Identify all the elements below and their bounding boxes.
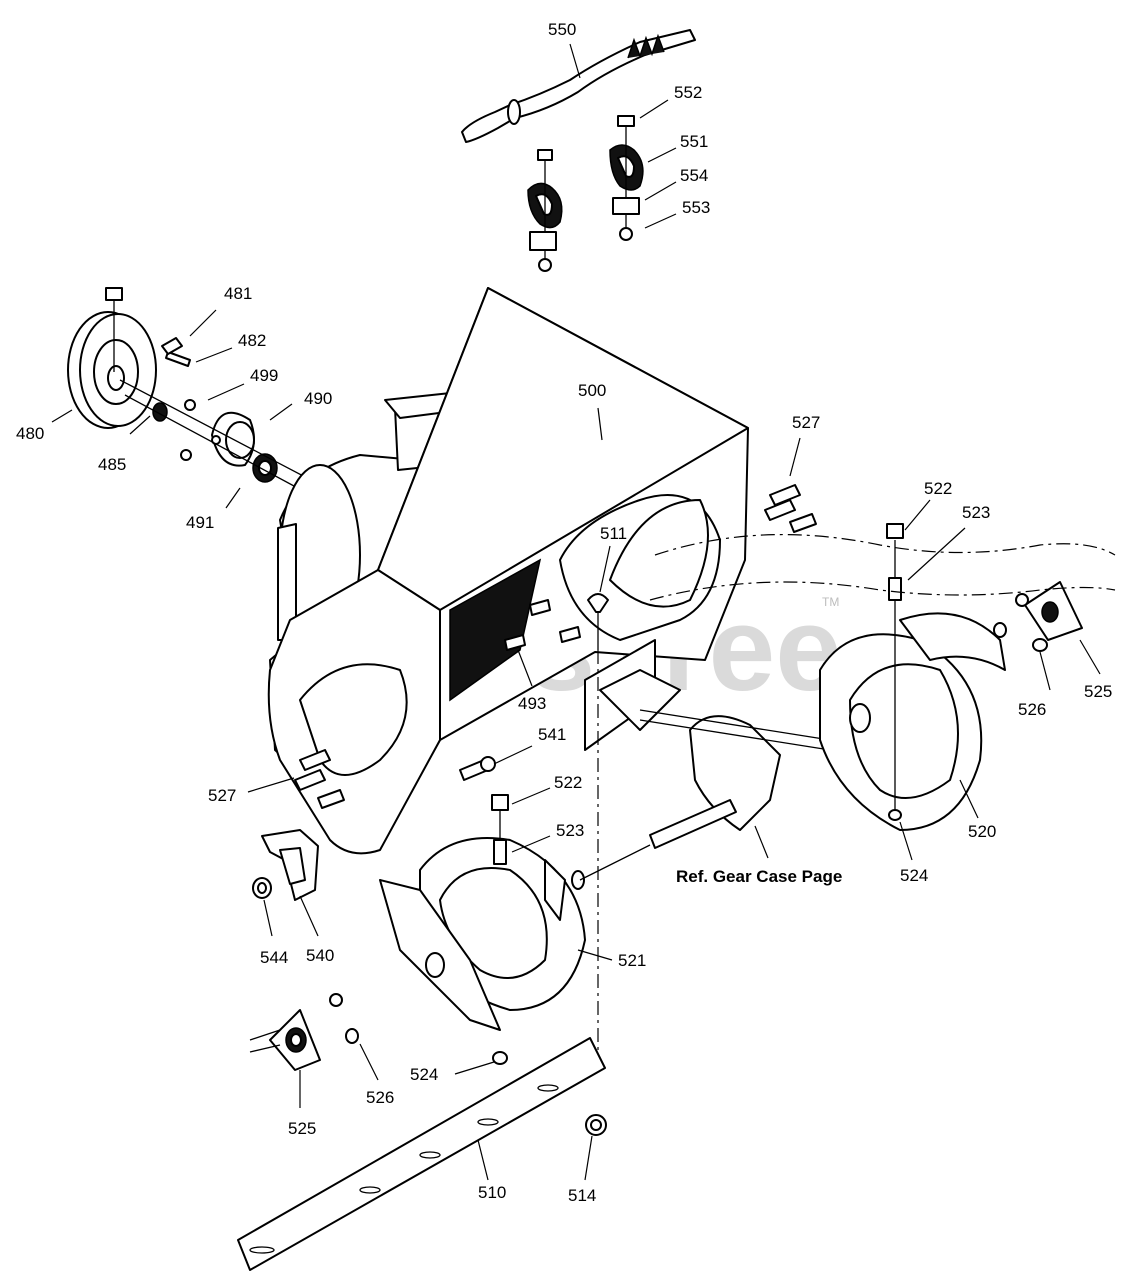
callout-523-left: 523	[556, 821, 584, 840]
callout-527-top: 527	[792, 413, 820, 432]
callout-551: 551	[680, 132, 708, 151]
callout-499: 499	[250, 366, 278, 385]
pin-482	[165, 351, 191, 367]
callout-510: 510	[478, 1183, 506, 1202]
callout-514: 514	[568, 1186, 596, 1205]
callout-482: 482	[238, 331, 266, 350]
bolt-511	[587, 593, 609, 650]
centerline-lower	[649, 581, 1116, 601]
bolts-527-top	[764, 484, 817, 533]
bearing-plate-right-525	[993, 581, 1083, 652]
callout-554: 554	[680, 166, 708, 185]
centerline-upper	[654, 534, 1116, 556]
nut-514	[585, 1114, 607, 1136]
callout-526-right: 526	[1018, 700, 1046, 719]
callout-522-right: 522	[924, 479, 952, 498]
callout-490: 490	[304, 389, 332, 408]
callout-541: 541	[538, 725, 566, 744]
watermark-trademark: TM	[822, 595, 839, 609]
chute-bracket-left	[527, 149, 563, 272]
skid-shoe-540	[252, 829, 319, 901]
bearing-485	[152, 402, 168, 422]
chute-bracket-right	[609, 115, 644, 241]
callout-493: 493	[518, 694, 546, 713]
callout-525-left: 525	[288, 1119, 316, 1138]
callout-485: 485	[98, 455, 126, 474]
callout-521: 521	[618, 951, 646, 970]
callout-500: 500	[578, 381, 606, 400]
callout-540: 540	[306, 946, 334, 965]
chute-crank-550	[461, 29, 696, 143]
callout-520: 520	[968, 822, 996, 841]
callout-labels: 550 552 551 554 553 481 482 499 490 480 …	[16, 20, 1112, 1205]
ref-gear-case-note: Ref. Gear Case Page	[676, 867, 842, 886]
auger-left-521	[379, 794, 651, 1065]
callout-544: 544	[260, 948, 288, 967]
callout-522-left: 522	[554, 773, 582, 792]
callout-511: 511	[600, 524, 627, 543]
bearing-flange-490	[119, 379, 331, 501]
callout-527-left: 527	[208, 786, 236, 805]
callout-524-left: 524	[410, 1065, 438, 1084]
pulley-480	[67, 287, 157, 429]
callout-491: 491	[186, 513, 214, 532]
callout-525-right: 525	[1084, 682, 1112, 701]
callout-550: 550	[548, 20, 576, 39]
callout-524-right: 524	[900, 866, 928, 885]
callout-552: 552	[674, 83, 702, 102]
callout-526-left: 526	[366, 1088, 394, 1107]
leader-lines	[51, 43, 1101, 1181]
callout-480: 480	[16, 424, 44, 443]
callout-523-right: 523	[962, 503, 990, 522]
bearing-plate-left-525	[249, 993, 359, 1071]
auger-right-520	[819, 523, 1006, 831]
bolt-541	[459, 756, 496, 781]
bolts-493	[504, 599, 581, 651]
auger-housing-500	[267, 287, 749, 855]
bolt-481	[161, 337, 183, 355]
callout-553: 553	[682, 198, 710, 217]
gear-case	[584, 639, 831, 849]
callout-481: 481	[224, 284, 252, 303]
bolts-527-left	[294, 749, 345, 809]
scraper-bar-510	[237, 1037, 606, 1271]
